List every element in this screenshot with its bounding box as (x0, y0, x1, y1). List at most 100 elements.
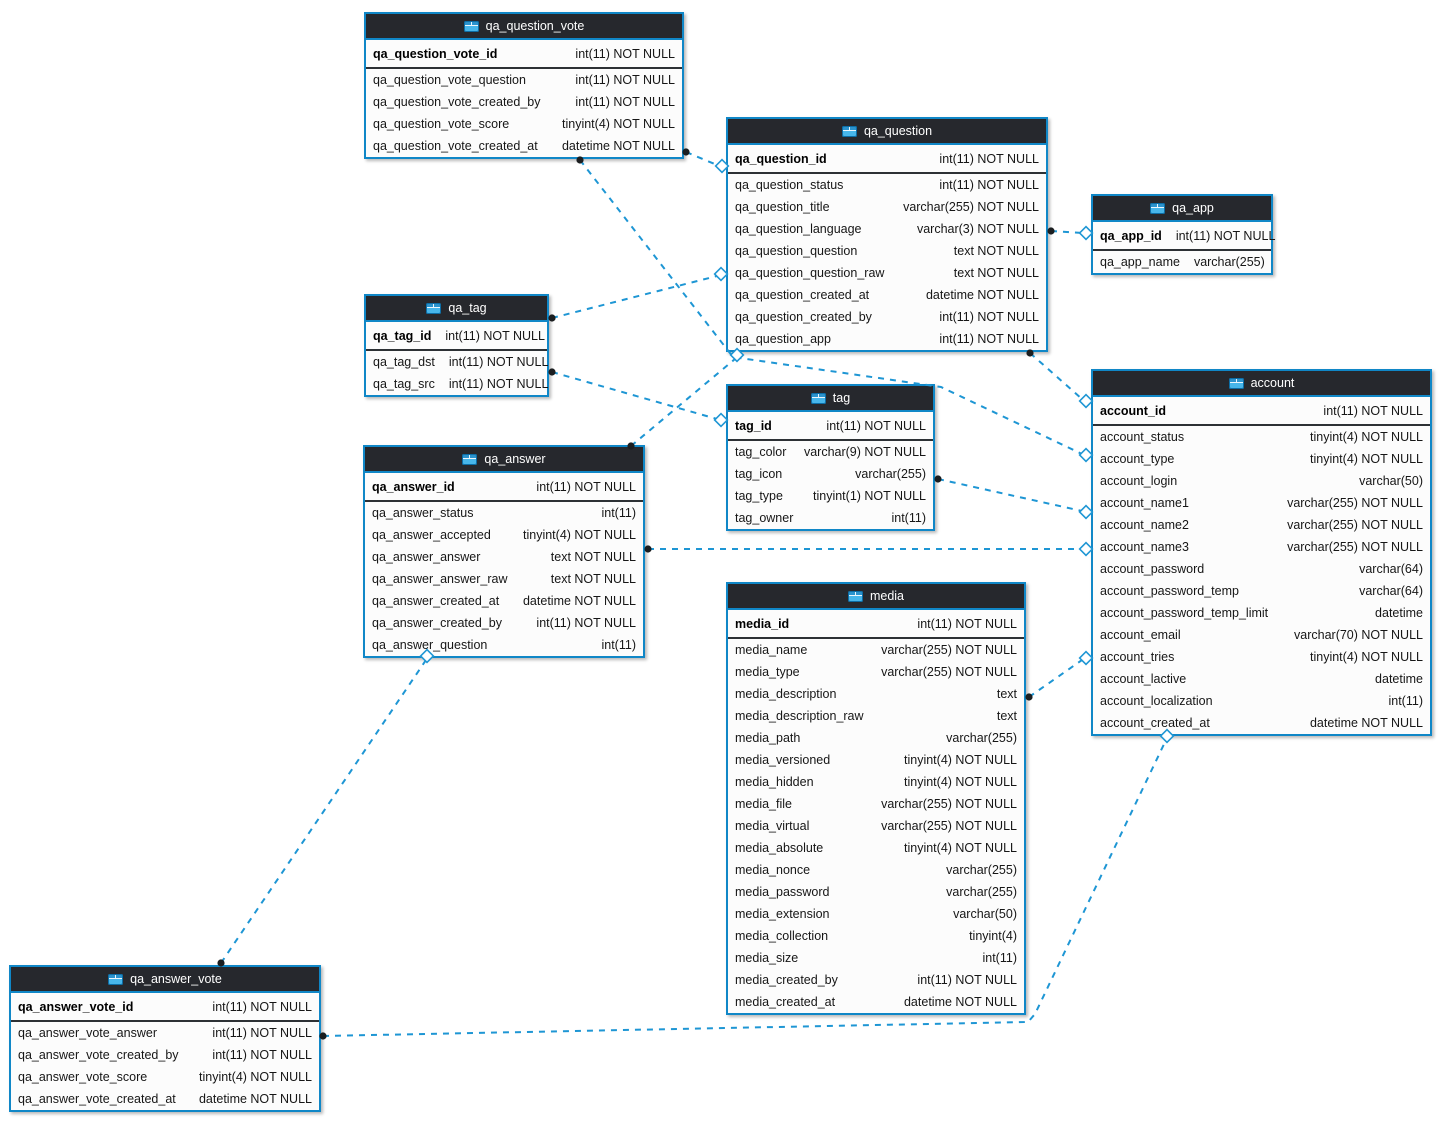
column-type: datetime NOT NULL (903, 995, 1017, 1009)
relationship-qa_question-to-qa_app[interactable] (1047, 225, 1094, 241)
column-type: int(11) NOT NULL (939, 310, 1039, 324)
table-icon (462, 453, 478, 465)
table-icon (426, 302, 442, 314)
table-header[interactable]: qa_answer (365, 447, 643, 473)
column-name: qa_question_created_at (735, 288, 870, 302)
relationship-qa_question_vote-to-qa_question[interactable] (682, 148, 730, 174)
relationship-qa_question-to-account[interactable] (1026, 349, 1094, 409)
table-title: tag (832, 391, 851, 405)
table-header[interactable]: qa_question_vote (366, 14, 682, 40)
column-type: int(11) NOT NULL (212, 999, 312, 1014)
relationship-line[interactable] (630, 358, 736, 447)
column-name: account_id (1100, 403, 1166, 418)
column-type: tinyint(1) NOT NULL (813, 489, 926, 503)
relationship-media-to-account[interactable] (1025, 650, 1094, 701)
table-header[interactable]: tag (728, 386, 933, 412)
relationship-qa_answer-to-account[interactable] (644, 541, 1094, 557)
relationship-line[interactable] (937, 478, 1083, 512)
table-header[interactable]: qa_answer_vote (11, 967, 319, 993)
column-name: qa_answer_id (372, 479, 455, 494)
column-row: qa_question_created_at datetime NOT NULL (728, 284, 1046, 306)
relationship-qa_tag-to-qa_question[interactable] (548, 266, 729, 322)
column-name: qa_tag_src (373, 377, 435, 391)
column-type: datetime (1375, 606, 1423, 620)
column-type: varchar(255) (946, 863, 1017, 877)
column-name: media_id (735, 616, 790, 631)
column-row: media_size int(11) (728, 947, 1024, 969)
relationship-tag-to-account[interactable] (934, 475, 1094, 520)
column-type: text NOT NULL (953, 266, 1039, 280)
relationship-line[interactable] (220, 659, 427, 964)
relationship-line[interactable] (551, 275, 718, 319)
relationship-line[interactable] (1050, 230, 1083, 234)
column-name: qa_answer_vote_score (18, 1070, 148, 1084)
column-name: account_status (1100, 430, 1185, 444)
relationship-qa_answer_vote-to-qa_answer[interactable] (217, 648, 435, 967)
table-header[interactable]: qa_app (1093, 196, 1271, 222)
column-name: qa_question_vote_created_by (373, 95, 541, 109)
column-type: tinyint(4) NOT NULL (1310, 452, 1423, 466)
column-name: account_password (1100, 562, 1205, 576)
relationship-line[interactable] (1029, 352, 1083, 400)
column-type: tinyint(4) (969, 929, 1017, 943)
column-type: tinyint(4) NOT NULL (1310, 430, 1423, 444)
relationship-line[interactable] (1028, 659, 1083, 698)
table-header[interactable]: media (728, 584, 1024, 610)
relationship-qa_tag-to-tag[interactable] (548, 368, 729, 428)
table-header[interactable]: qa_tag (366, 296, 547, 322)
column-type: datetime NOT NULL (925, 288, 1039, 302)
column-name: media_versioned (735, 753, 831, 767)
foreign-key-dot (1047, 227, 1055, 235)
relationship-line[interactable] (551, 371, 718, 420)
column-type: tinyint(4) NOT NULL (562, 117, 675, 131)
column-type: varchar(255) NOT NULL (1287, 518, 1423, 532)
column-name: media_password (735, 885, 830, 899)
table-header[interactable]: account (1093, 371, 1430, 397)
column-row: account_status tinyint(4) NOT NULL (1093, 426, 1430, 448)
relationship-line[interactable] (685, 151, 718, 166)
column-name: media_size (735, 951, 799, 965)
column-type: int(11) (982, 951, 1017, 965)
table-header[interactable]: qa_question (728, 119, 1046, 145)
column-type: varchar(255) NOT NULL (881, 819, 1017, 833)
